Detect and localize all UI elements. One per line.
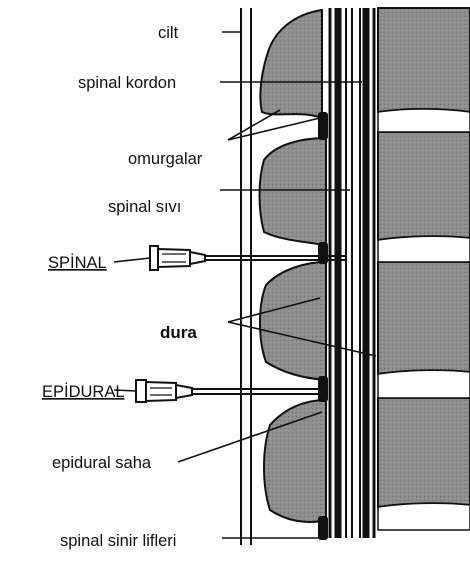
- label-epidural-space: epidural saha: [52, 454, 152, 472]
- label-skin: cilt: [158, 24, 179, 42]
- label-spinal-cord: spinal kordon: [78, 74, 176, 92]
- skin-layer: [241, 8, 251, 545]
- label-dura: dura: [160, 323, 197, 342]
- labels: cilt spinal kordon omurgalar spinal sıvı…: [42, 24, 203, 550]
- label-nerve-fibers: spinal sinir lifleri: [60, 532, 176, 550]
- label-spinal: SPİNAL: [48, 253, 107, 272]
- label-vertebrae: omurgalar: [128, 150, 203, 168]
- label-epidural: EPİDURAL: [42, 382, 125, 401]
- spinous-processes: [260, 10, 327, 522]
- spinal-canal: [328, 8, 376, 538]
- label-spinal-fluid: spinal sıvı: [108, 198, 181, 216]
- epidural-needle: [136, 380, 328, 402]
